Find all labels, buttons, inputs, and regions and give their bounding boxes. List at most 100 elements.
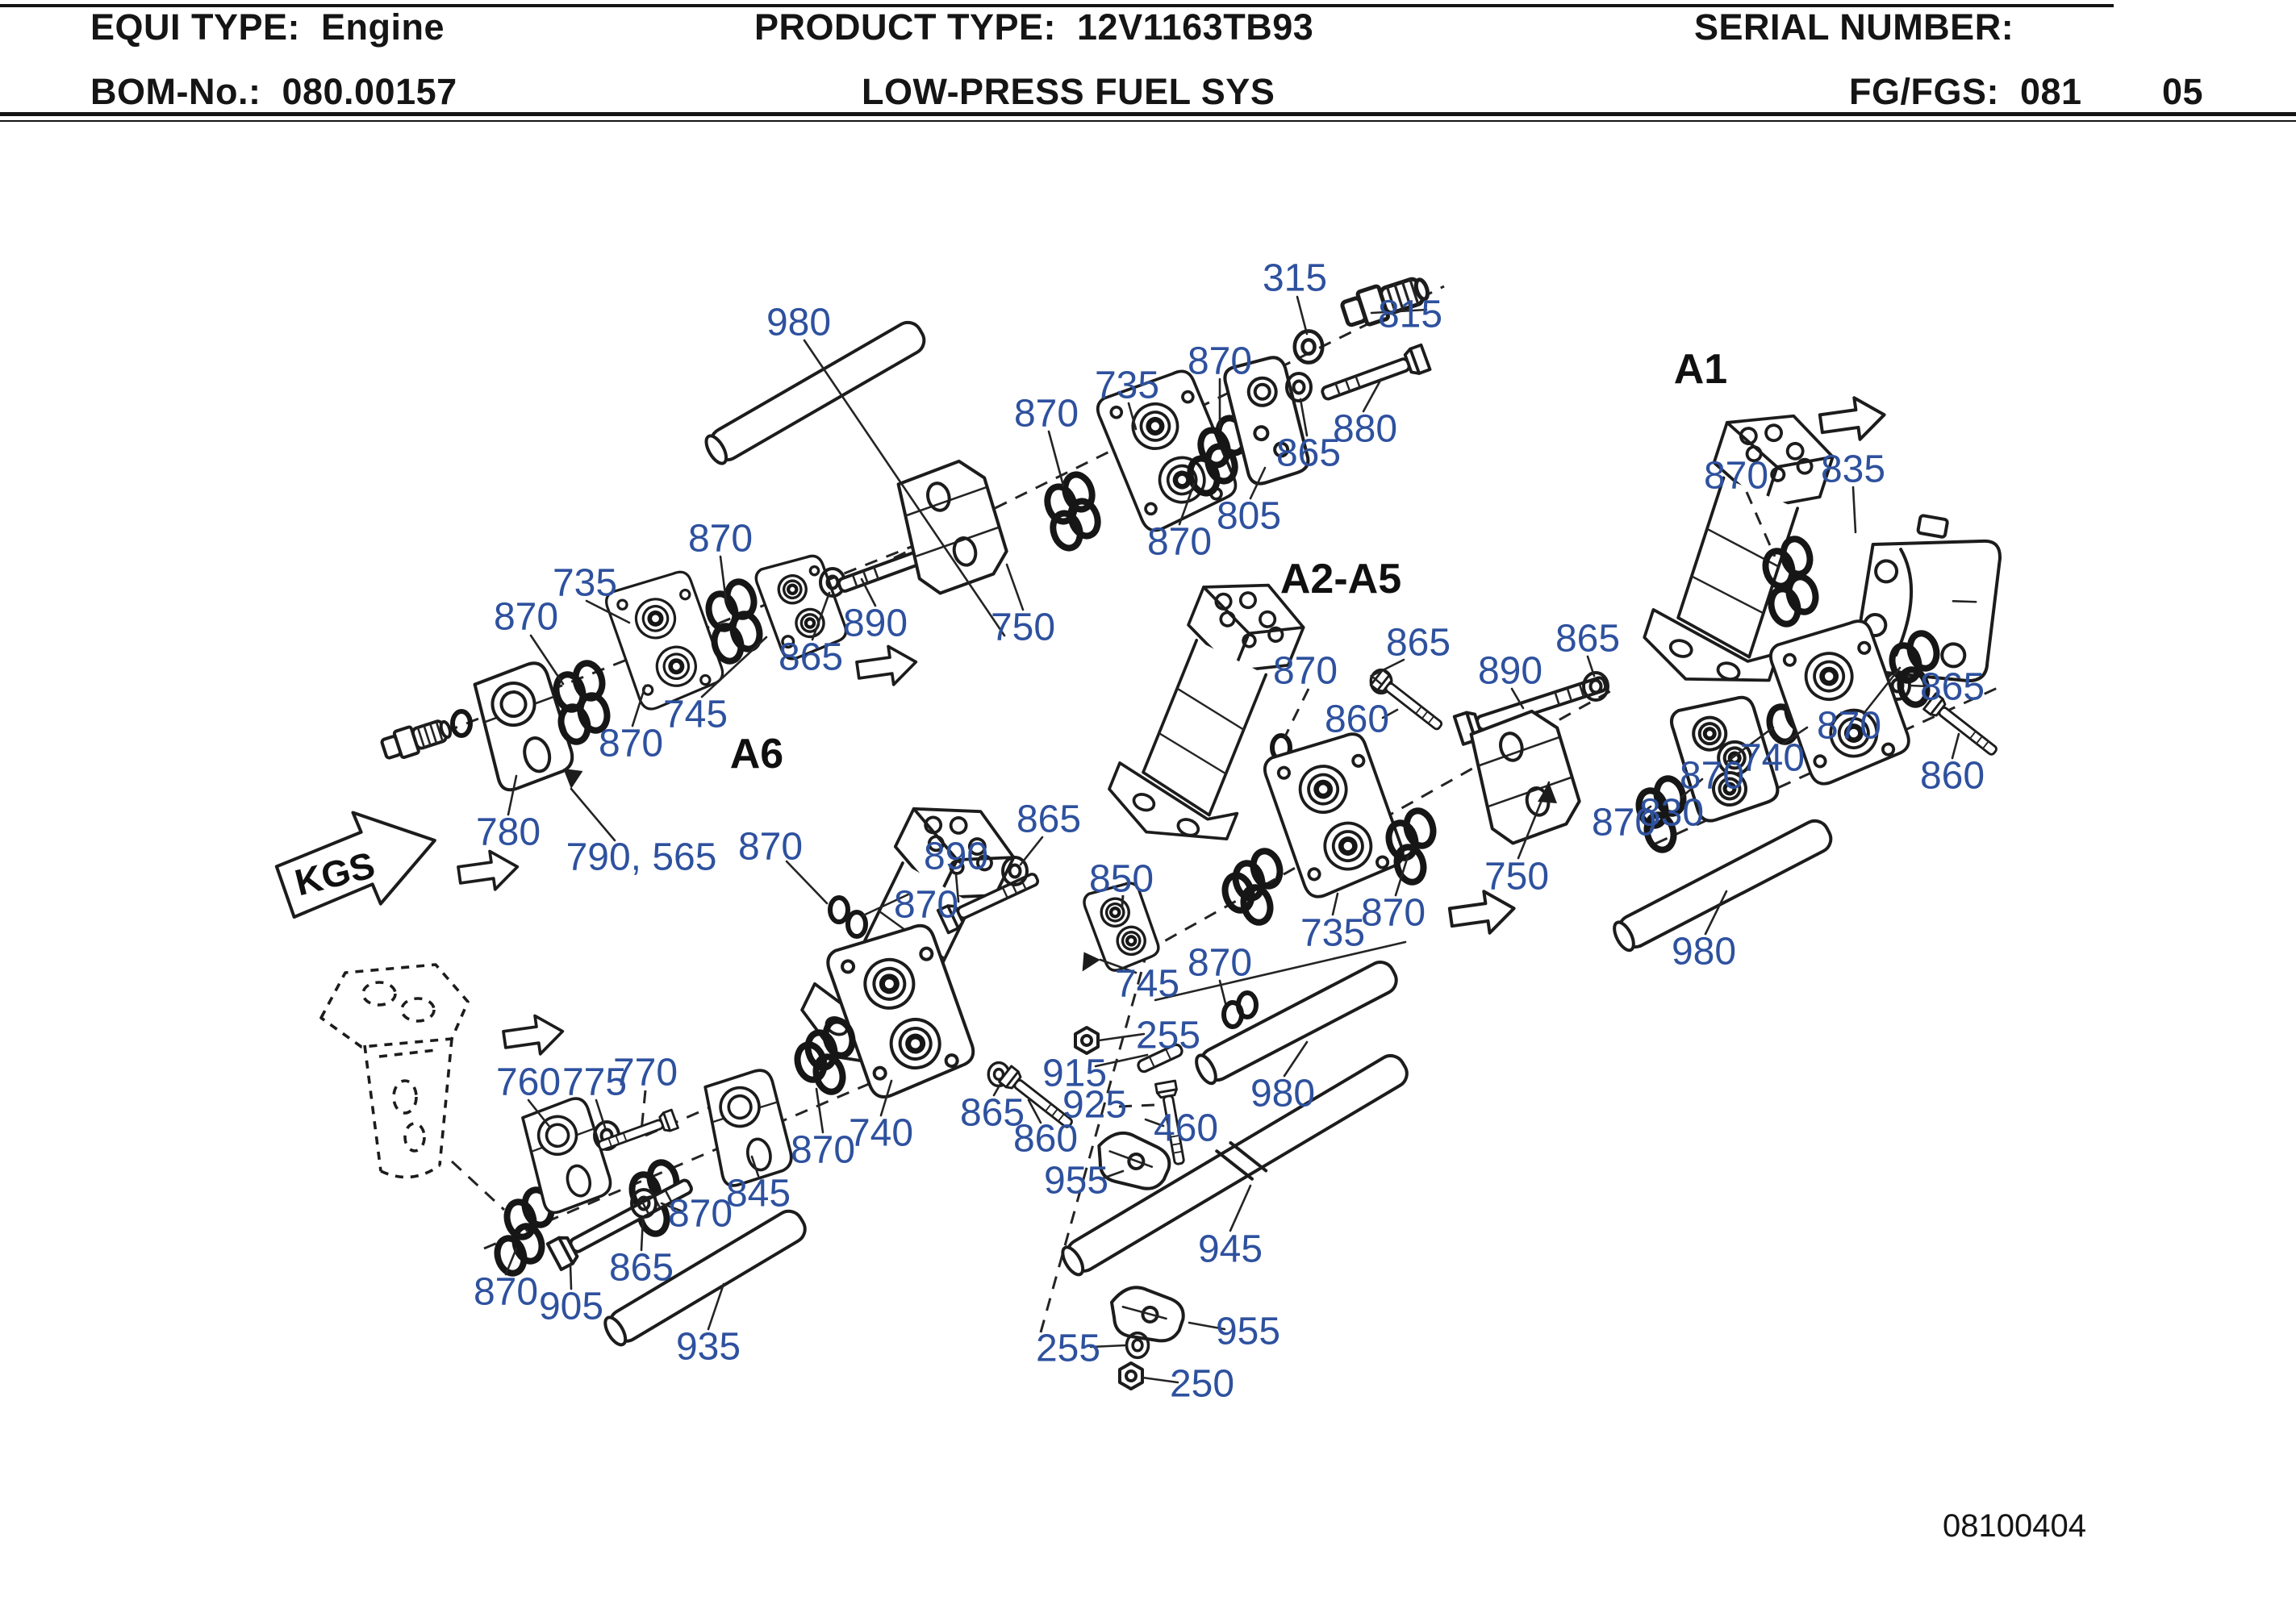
fitting-part xyxy=(378,713,456,765)
top-border-line xyxy=(0,4,2114,7)
part-number-label-905: 905 xyxy=(539,1286,603,1328)
equi-type-field: EQUI TYPE: Engine xyxy=(90,6,445,48)
plate-740-a6 xyxy=(824,920,979,1103)
part-number-label-770: 770 xyxy=(613,1052,678,1094)
part-number-label-870: 870 xyxy=(1188,340,1252,383)
part-number-label-870: 870 xyxy=(1704,455,1768,498)
part-number-label-805: 805 xyxy=(1217,495,1281,538)
part-number-label-735: 735 xyxy=(1095,365,1159,407)
part-number-label-870: 870 xyxy=(474,1271,538,1314)
part-number-label-740: 740 xyxy=(1740,737,1805,780)
nut-250 xyxy=(1118,1361,1144,1390)
cluster-left-fuel-pump-chain xyxy=(378,272,1432,794)
block-750 xyxy=(891,453,1015,599)
part-number-label-870: 870 xyxy=(1680,755,1744,798)
kgs-flow-arrow-icon: KGS xyxy=(274,811,436,919)
part-number-label-880: 880 xyxy=(1333,408,1397,451)
direction-arrow-icon xyxy=(500,1011,567,1061)
pipe-945 xyxy=(1061,1053,1409,1277)
header-divider-thin xyxy=(0,120,2296,122)
part-number-label-255: 255 xyxy=(1136,1015,1200,1057)
part-number-label-750: 750 xyxy=(1484,856,1549,898)
part-number-label-865: 865 xyxy=(960,1092,1025,1135)
part-number-label-865: 865 xyxy=(1017,798,1081,841)
section-label-A6: A6 xyxy=(730,731,783,777)
part-number-label-870: 870 xyxy=(1014,393,1079,436)
part-number-label-870: 870 xyxy=(1361,892,1426,935)
housing-845 xyxy=(701,1065,797,1190)
part-number-label-750: 750 xyxy=(991,607,1055,649)
plate-735-a2a5 xyxy=(1261,729,1409,903)
part-number-label-865: 865 xyxy=(1555,618,1620,661)
part-number-label-815: 815 xyxy=(1378,294,1442,336)
part-number-label-870: 870 xyxy=(1147,521,1212,564)
cover-835 xyxy=(1853,514,2002,683)
seal-315 xyxy=(1295,331,1323,362)
part-number-label-780: 780 xyxy=(476,811,541,854)
part-number-label-980: 980 xyxy=(766,302,831,344)
part-number-label-850: 850 xyxy=(1089,858,1154,901)
part-number-label-255: 255 xyxy=(1036,1328,1100,1370)
part-number-label-740: 740 xyxy=(849,1112,913,1155)
part-number-label-860: 860 xyxy=(1013,1118,1078,1161)
part-number-label-870: 870 xyxy=(1188,942,1252,985)
part-number-label-870: 870 xyxy=(1592,802,1656,844)
part-number-label-865: 865 xyxy=(1920,666,1985,709)
direction-arrow-icon xyxy=(1816,392,1889,447)
cluster-a6 xyxy=(788,777,1409,1390)
part-number-label-860: 860 xyxy=(1920,755,1985,798)
part-number-label-870: 870 xyxy=(1273,650,1338,693)
part-number-label-870: 870 xyxy=(494,596,558,639)
plate-850 xyxy=(1083,882,1160,972)
part-number-label-865: 865 xyxy=(779,636,843,679)
bom-number-field: BOM-No.: 080.00157 xyxy=(90,71,457,112)
solid-arrow-790-565 xyxy=(563,769,616,842)
fg-fgs-sheet: 05 xyxy=(2162,71,2204,112)
solid-arrow-750 xyxy=(1517,781,1557,860)
kgs-arrow-label: KGS xyxy=(290,844,378,904)
section-label-A2-A5: A2-A5 xyxy=(1280,556,1401,602)
direction-arrow-icon xyxy=(455,846,522,896)
bolt-770 xyxy=(595,1108,679,1157)
part-number-label-865: 865 xyxy=(1386,622,1451,665)
part-number-label-790-565: 790, 565 xyxy=(566,836,717,879)
part-number-label-830: 830 xyxy=(1639,792,1704,835)
nut-255 xyxy=(1074,1026,1100,1055)
cluster-bottom-left xyxy=(319,963,807,1347)
part-number-label-745: 745 xyxy=(1115,963,1179,1006)
part-number-label-890: 890 xyxy=(1478,650,1542,693)
serial-number-field: SERIAL NUMBER: xyxy=(1694,6,2014,48)
part-number-label-935: 935 xyxy=(676,1326,741,1369)
part-number-label-870: 870 xyxy=(688,518,753,561)
part-number-label-870: 870 xyxy=(1817,705,1881,748)
part-number-label-865: 865 xyxy=(609,1247,674,1290)
engine-manifold-dashed xyxy=(319,963,470,1179)
part-number-label-315: 315 xyxy=(1263,257,1327,300)
part-number-label-945: 945 xyxy=(1198,1228,1263,1271)
part-number-label-890: 890 xyxy=(924,836,988,878)
product-subtitle: LOW-PRESS FUEL SYS xyxy=(862,71,1275,112)
pipe-980-right xyxy=(1613,819,1833,953)
leader-lines xyxy=(504,295,1960,1384)
header-divider-thick xyxy=(0,112,2296,116)
part-number-label-460: 460 xyxy=(1154,1107,1218,1150)
part-number-label-955: 955 xyxy=(1044,1160,1108,1203)
part-number-label-870: 870 xyxy=(894,884,958,927)
part-number-label-870: 870 xyxy=(599,723,663,765)
part-number-label-915: 915 xyxy=(1042,1053,1107,1095)
part-number-label-735: 735 xyxy=(1300,912,1365,955)
part-number-label-760: 760 xyxy=(496,1061,561,1104)
cluster-a2-a5 xyxy=(1074,557,1611,1055)
part-number-label-860: 860 xyxy=(1325,698,1389,741)
part-number-label-845: 845 xyxy=(726,1173,791,1215)
solid-arrow-745 xyxy=(1082,952,1138,974)
part-number-label-775: 775 xyxy=(562,1061,627,1104)
part-number-label-925: 925 xyxy=(1062,1084,1127,1127)
part-number-label-980: 980 xyxy=(1672,931,1736,973)
pipe-980-middle xyxy=(1195,961,1398,1086)
cluster-a1 xyxy=(1613,391,2002,953)
part-number-label-870: 870 xyxy=(738,826,803,869)
